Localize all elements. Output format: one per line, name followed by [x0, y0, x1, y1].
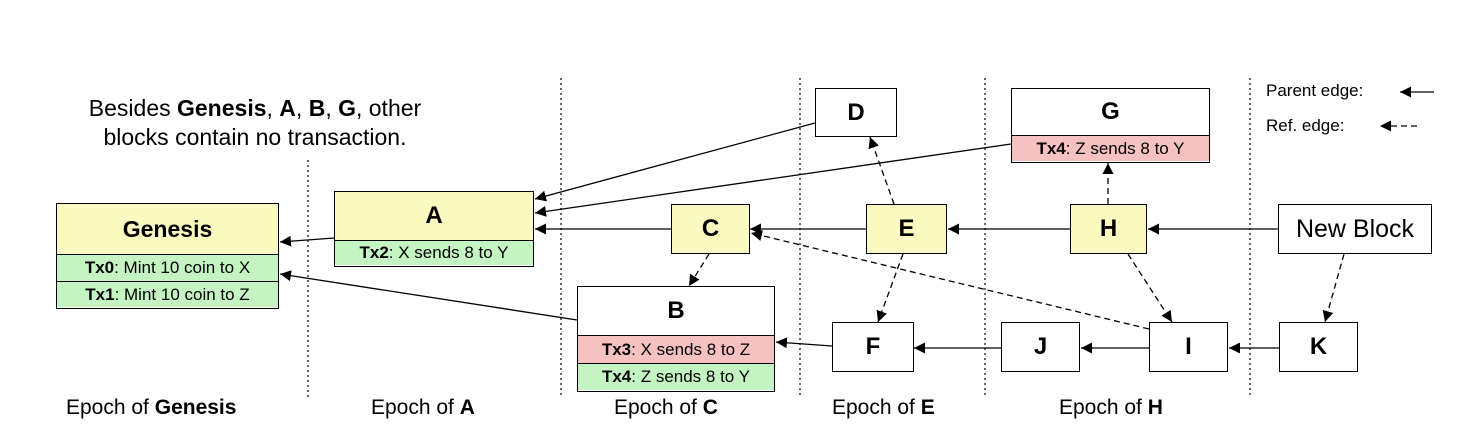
- block-a: A Tx2: X sends 8 to Y: [334, 191, 534, 267]
- block-c: C: [671, 204, 750, 254]
- legend-ref-label: Ref. edge:: [1266, 116, 1345, 135]
- block-b-tx4: Tx4: Z sends 8 to Y: [578, 363, 774, 390]
- block-h: H: [1070, 204, 1147, 254]
- ref-edge-h-i: [1127, 253, 1173, 323]
- block-genesis-title: Genesis: [57, 204, 278, 254]
- block-g: G Tx4: Z sends 8 to Y: [1011, 88, 1210, 163]
- block-genesis-tx0: Tx0: Mint 10 coin to X: [57, 254, 278, 281]
- block-f: F: [832, 322, 914, 372]
- block-new-block: New Block: [1278, 204, 1432, 254]
- epoch-label-c: Epoch of C: [614, 396, 718, 419]
- block-genesis: Genesis Tx0: Mint 10 coin to X Tx1: Mint…: [56, 203, 279, 309]
- block-b: B Tx3: X sends 8 to Z Tx4: Z sends 8 to …: [577, 286, 775, 392]
- ref-edge-c-b: [688, 253, 710, 287]
- epoch-label-e: Epoch of E: [832, 396, 935, 419]
- note-line-2: blocks contain no transaction.: [103, 124, 407, 150]
- block-d: D: [815, 88, 897, 137]
- epoch-label-genesis: Epoch of Genesis: [66, 396, 237, 419]
- block-k: K: [1279, 322, 1358, 372]
- block-genesis-tx1: Tx1: Mint 10 coin to Z: [57, 281, 278, 307]
- epoch-label-a: Epoch of A: [371, 396, 475, 419]
- legend-parent-label: Parent edge:: [1266, 81, 1364, 100]
- parent-edge-f-b: [775, 337, 833, 349]
- ref-edge-newblock-k: [1322, 253, 1345, 323]
- block-e: E: [866, 204, 947, 254]
- block-a-title: A: [335, 192, 533, 240]
- block-i: I: [1149, 322, 1228, 372]
- block-g-title: G: [1101, 98, 1120, 125]
- ref-edge-i-c: [750, 230, 1150, 330]
- epoch-label-h: Epoch of H: [1059, 396, 1163, 419]
- parent-edge-d-a: [534, 122, 816, 202]
- parent-edge-g-a: [534, 143, 1012, 217]
- block-b-tx3: Tx3: X sends 8 to Z: [578, 335, 774, 363]
- block-g-tx4: Tx4: Z sends 8 to Y: [1012, 135, 1209, 161]
- note-line-1: Besides Genesis, A, B, G, other: [88, 95, 422, 121]
- parent-edge-a-genesis: [279, 235, 335, 247]
- block-a-tx2: Tx2: X sends 8 to Y: [335, 240, 533, 265]
- block-j: J: [1001, 322, 1080, 372]
- ref-edge-e-f: [876, 253, 904, 323]
- ref-edge-e-d: [868, 136, 895, 205]
- note-text: Besides Genesis, A, B, G, other blocks c…: [40, 94, 470, 152]
- parent-edge-b-genesis: [279, 270, 578, 321]
- block-b-title: B: [667, 297, 685, 324]
